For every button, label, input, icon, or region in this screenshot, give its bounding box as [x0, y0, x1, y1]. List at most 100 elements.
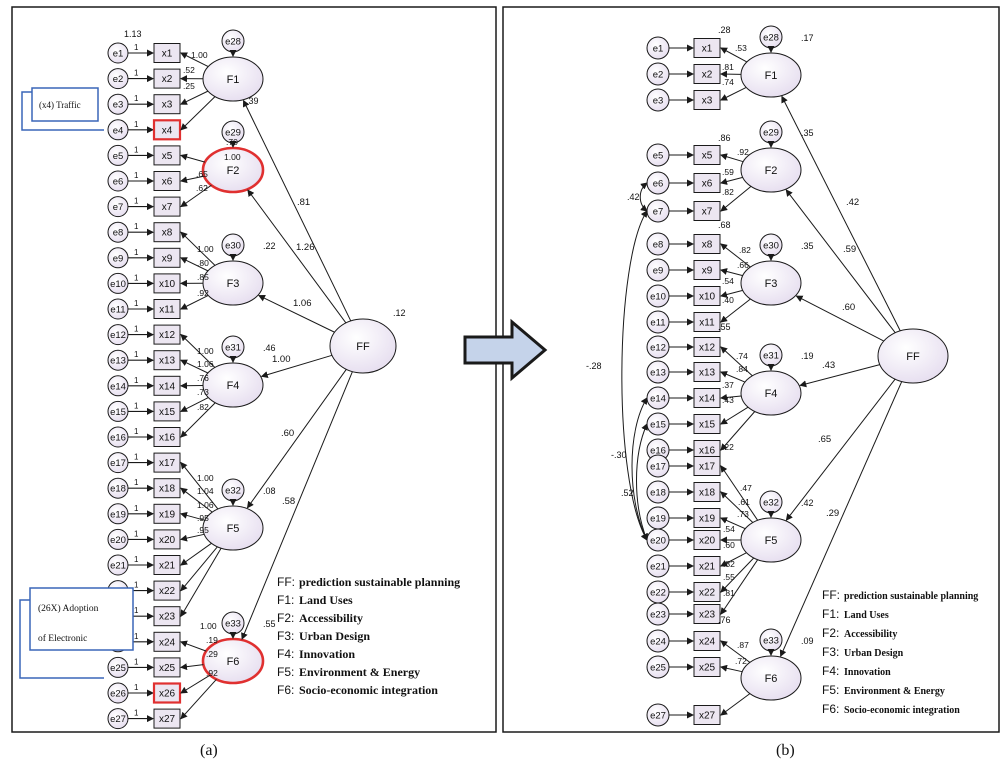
panel-a-legend-text-1: Land Uses [299, 593, 353, 607]
panel-a-callout-x26-box [29, 587, 134, 651]
panel-b-legend-code-3: F3: [822, 645, 839, 659]
panel-b-loading-x6 [720, 176, 743, 185]
panel-a-fixed-x9: 1 [134, 248, 139, 257]
transition-arrow-shape [463, 318, 548, 382]
panel-b-loading-x11 [720, 298, 751, 323]
panel-a-loading-value-9: 1.00 [197, 244, 214, 254]
panel-b-error-e15-label: e15 [650, 420, 666, 431]
panel-b-factor-error-e29-label: e29 [763, 128, 779, 139]
panel-b-structural-label-F5: .65 [818, 434, 831, 445]
panel-b-r2-F1: .17 [801, 33, 814, 43]
panel-a-item-x26 [152, 682, 182, 704]
panel-b-r2-F3: .35 [801, 241, 814, 251]
panel-a-item-x3-label: x3 [162, 100, 173, 111]
panel-b-loading-x16 [720, 411, 756, 451]
panel-b-correlation-1 [631, 397, 648, 541]
panel-b-loading-value-16: .61 [738, 497, 750, 507]
panel-a-structural-path-F6 [241, 371, 353, 640]
panel-b-error-e8-label: e8 [653, 240, 664, 251]
panel-a-legend-text-0: prediction sustainable planning [299, 575, 460, 589]
panel-a-fixed-x24: 1 [134, 632, 139, 641]
panel-b-error-e16-label: e16 [650, 446, 666, 457]
panel-a-loading-value-27: .19 [206, 635, 218, 645]
panel-a-factor-F5-label: F5 [227, 523, 240, 535]
panel-b-factor-F2-label: F2 [765, 165, 778, 177]
panel-b-correlation-2 [636, 423, 649, 541]
panel-b-legend-code-2: F2: [822, 626, 839, 640]
panel-a-loading-value-1: .52 [183, 65, 195, 75]
panel-a-item-x10-label: x10 [159, 279, 176, 290]
panel-b-item-x12 [693, 337, 721, 357]
panel-b-correlation-label-1: -.30 [611, 450, 627, 460]
panel-b-structural-path-F1 [781, 95, 901, 332]
panel-b-error-e7-label: e7 [653, 207, 664, 218]
panel-a-callout-x26-line2: of Electronic [38, 633, 87, 644]
panel-a-error-e14-label: e14 [110, 381, 126, 392]
panel-a-loading-value-5: 1.00 [224, 152, 241, 162]
panel-a-loading-value-6: .65 [196, 169, 208, 179]
panel-a-factor-F4-label: F4 [227, 380, 240, 392]
panel-a-diagram: e11x1e21x2e31x3e41x4e51x5e61x6e71x7e81x8… [19, 29, 460, 730]
panel-b-frame [502, 6, 1000, 733]
panel-a-loading-x20 [180, 533, 205, 542]
panel-a-item-x22 [153, 580, 181, 601]
panel-a-loading-value-7: .62 [196, 183, 208, 193]
panel-a-loading-x17 [180, 461, 219, 510]
panel-b-error-e12-label: e12 [650, 343, 666, 354]
panel-a-item-x25 [153, 657, 181, 678]
panel-a-loading-value-20: 1.00 [197, 473, 214, 483]
panel-a-item-x27 [153, 708, 181, 729]
panel-a-loading-x23 [180, 547, 222, 618]
panel-b-structural-label-F4: .43 [822, 360, 835, 371]
panel-a-loading-x6 [180, 175, 205, 184]
panel-b-item-r2-4: .76 [718, 615, 731, 625]
panel-b-structural-path-F2 [785, 189, 896, 334]
panel-a-fixed-x17: 1 [134, 453, 139, 462]
panel-b-loading-x3 [720, 86, 747, 101]
panel-b-item-r2-2: .68 [718, 220, 731, 230]
panel-b-item-x7-label: x7 [702, 207, 713, 218]
panel-a-item-x12 [153, 324, 181, 345]
panel-b-loading-value-22: .81 [723, 588, 735, 598]
panel-b-error-e14-label: e14 [650, 394, 666, 405]
panel-b-item-x18-label: x18 [699, 488, 716, 499]
panel-a-error-e6-label: e6 [113, 177, 124, 188]
panel-a-item-x8-label: x8 [162, 228, 173, 239]
panel-a-item-x13-label: x13 [159, 356, 176, 367]
panel-b-legend-code-1: F1: [822, 607, 839, 621]
panel-b-error-e24-label: e24 [650, 637, 666, 648]
panel-b-loading-value-17: .73 [737, 509, 749, 519]
panel-a-loading-value-15: 1.06 [197, 359, 214, 369]
panel-b-item-x8 [693, 234, 721, 254]
panel-a-error-e26-label: e26 [110, 689, 126, 700]
panel-b-item-x21-label: x21 [699, 562, 716, 573]
panel-b-factor-F4-label: F4 [765, 388, 778, 400]
panel-b-correlation-3 [639, 182, 648, 212]
panel-a-fixed-x20: 1 [134, 529, 139, 538]
panel-b-loading-x25 [720, 664, 743, 673]
panel-a-factor-F2-label: F2 [227, 165, 240, 177]
panel-a-item-x24 [153, 631, 181, 652]
panel-a-fixed-x12: 1 [134, 325, 139, 334]
panel-a-callout-x4-text: (x4) Traffic [39, 100, 81, 110]
panel-b-error-e18-label: e18 [650, 488, 666, 499]
panel-a-r2-F6: .55 [263, 619, 276, 629]
panel-b-loading-x7 [720, 186, 752, 212]
panel-b-loading-x21 [720, 552, 747, 567]
panel-b-factor-F6 [740, 655, 802, 701]
panel-a-loading-x11 [180, 294, 209, 310]
panel-b-item-x11-label: x11 [699, 318, 715, 329]
panel-a-fixed-x18: 1 [134, 478, 139, 487]
panel-a-error-e25-label: e25 [110, 663, 126, 674]
panel-b-item-x25 [693, 657, 721, 677]
panel-b-item-x19-label: x19 [699, 514, 716, 525]
panel-a-item-x12-label: x12 [159, 330, 176, 341]
panel-a-factor-F2 [201, 146, 265, 194]
panel-b-error-e1-label: e1 [653, 44, 664, 55]
panel-b-legend-text-0: prediction sustainable planning [844, 591, 978, 602]
panel-b-loading-value-2: .74 [722, 77, 734, 87]
panel-b-loading-x24 [720, 640, 751, 663]
panel-b-item-x5 [693, 145, 721, 165]
panel-a-structural-path-F5 [246, 369, 347, 509]
